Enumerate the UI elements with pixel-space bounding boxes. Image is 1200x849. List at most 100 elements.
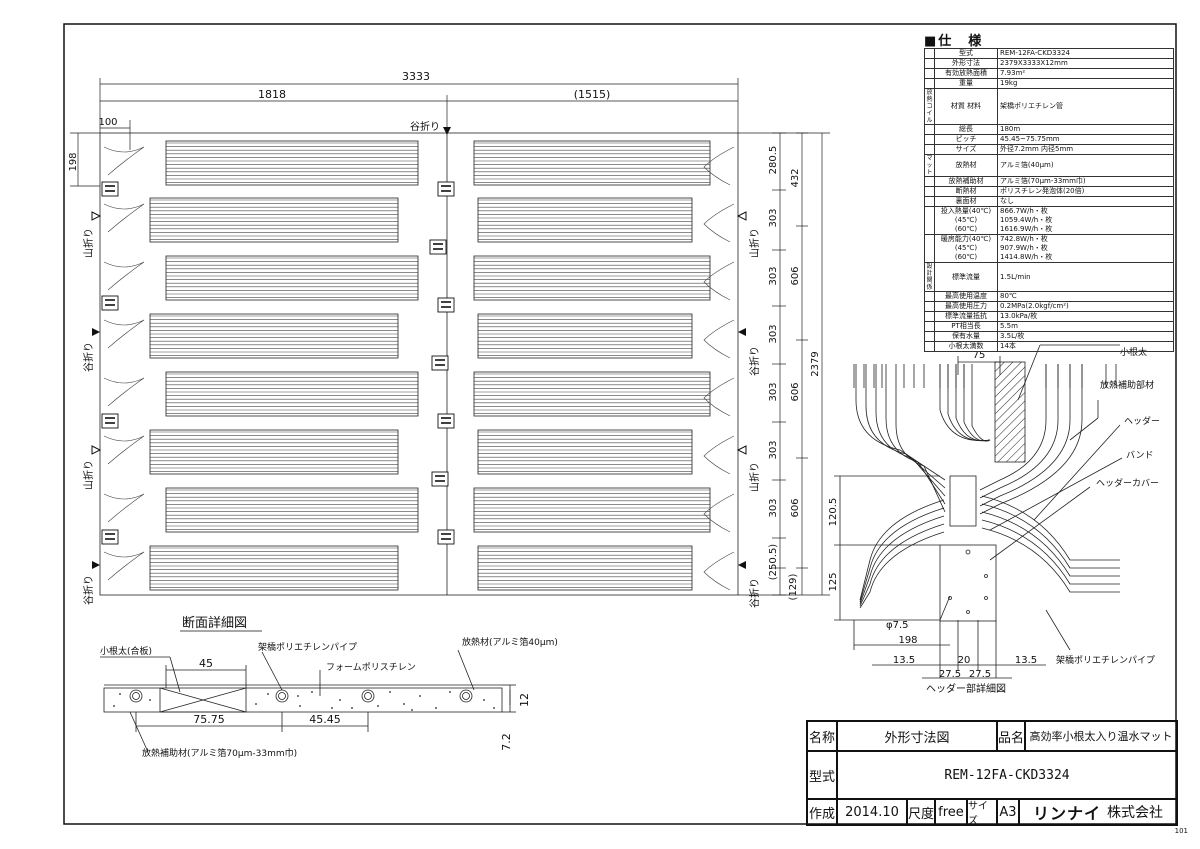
- spec-value: 5.5m: [997, 321, 1174, 332]
- pipe-run: [165, 487, 419, 533]
- header-boxes: [101, 181, 455, 545]
- spec-value: 3.5L/枚: [997, 331, 1174, 342]
- heating-panels: [103, 140, 735, 591]
- spec-value: ポリスチレン発泡体(20倍): [997, 186, 1174, 197]
- pipe-run: [165, 255, 419, 301]
- header-box: [429, 239, 447, 255]
- foam-dot: [351, 707, 353, 709]
- foam-dot: [389, 691, 391, 693]
- pipe-run: [477, 545, 693, 591]
- spec-group: [924, 48, 935, 59]
- pipe-run-outline: [149, 313, 399, 359]
- header-pipe: [981, 511, 1120, 577]
- header-detail: [834, 344, 1123, 679]
- spec-group: [924, 291, 935, 302]
- tb-model-label: 型式: [807, 751, 837, 799]
- spec-key: 放熱材: [934, 154, 998, 177]
- plan-top-dimensions: [70, 78, 739, 187]
- fold-label-right2: 谷折り: [748, 346, 761, 376]
- label-aux: 放熱補助材(アルミ箔70μm-33mm巾): [142, 747, 297, 759]
- foam-dot: [403, 703, 405, 705]
- spec-value: 742.8W/h・枚 907.9W/h・枚 1414.8W/h・枚: [997, 234, 1174, 263]
- spec-key: 標準流量抵抗: [934, 311, 998, 322]
- section-detail: [100, 649, 516, 753]
- foam-dot: [493, 707, 495, 709]
- pipe-run-outline: [149, 429, 399, 475]
- label-foam: フォームポリスチレン: [326, 662, 416, 673]
- dim-4545: 45.45: [309, 713, 341, 726]
- fold-label-right3: 山折り: [748, 462, 761, 492]
- spec-value: 45.45~75.75mm: [997, 134, 1174, 145]
- hd-dim-125: 125: [828, 572, 839, 591]
- spec-group: [924, 311, 935, 322]
- foam-texture: [113, 691, 495, 711]
- spec-row: マ ッ ト放熱材アルミ箔(40μm): [924, 154, 1174, 177]
- spec-value: 13.0kPa/枚: [997, 311, 1174, 322]
- dim-r-top1: 280.5: [768, 146, 779, 175]
- dim-edge: 100: [98, 117, 117, 128]
- fold-marker-top: [443, 127, 451, 135]
- dim-12: 12: [518, 693, 531, 707]
- spec-key: 有効放熱面積: [934, 68, 998, 79]
- fold-label-top: 谷折り: [410, 120, 440, 133]
- header-pipe: [859, 523, 945, 607]
- spec-value: 架橋ポリエチレン管: [997, 88, 1174, 125]
- spec-key: PT相当長: [934, 321, 998, 332]
- foam-dot: [299, 705, 301, 707]
- header-box: [101, 181, 119, 197]
- hd-dim-198: 198: [898, 635, 917, 646]
- hd-dim-20: 20: [958, 655, 971, 666]
- drawing-frame: [63, 23, 1177, 825]
- hd-label-band: バンド: [1126, 450, 1153, 461]
- spec-group: [924, 206, 935, 235]
- spec-key: 総長: [934, 124, 998, 135]
- spec-value: 180m: [997, 124, 1174, 135]
- spec-value: 1.5L/min: [997, 262, 1174, 292]
- pipe-run-outline: [165, 487, 419, 533]
- pipe-run-outline: [165, 255, 419, 301]
- dim-r-606c: 606: [790, 498, 801, 517]
- header-pipe: [859, 531, 945, 609]
- hd-dim-275b: 27.5: [969, 669, 991, 680]
- mat-plan-view: [99, 132, 739, 596]
- header-box: [431, 471, 449, 487]
- spec-row: 断熱材ポリスチレン発泡体(20倍): [924, 186, 1174, 197]
- hd-dim-phi: φ7.5: [886, 620, 909, 631]
- hd-label-aux: 放熱補助部材: [1100, 379, 1154, 391]
- spec-value: 866.7W/h・枚 1059.4W/h・枚 1616.9W/h・枚: [997, 206, 1174, 235]
- pipe-run: [149, 545, 399, 591]
- header-pipe: [859, 507, 945, 603]
- spec-key: 放熱補助材: [934, 176, 998, 187]
- spec-row: 放熱補助材アルミ箔(70μm-33mm巾): [924, 176, 1174, 187]
- header-pipe: [939, 364, 991, 442]
- spec-row: 放 熱 コ イ ル材質 材料架橋ポリエチレン管: [924, 88, 1174, 125]
- foam-dot: [267, 693, 269, 695]
- foam-dot: [331, 707, 333, 709]
- pipe-loop-left: [103, 377, 145, 407]
- foam-dot: [411, 709, 413, 711]
- spec-value: 2379X3333X12mm: [997, 58, 1174, 69]
- company-suffix: 株式会社: [1107, 805, 1163, 821]
- header-pipe: [981, 527, 1120, 593]
- pipe-run-outline: [477, 429, 693, 475]
- pipe-run: [149, 197, 399, 243]
- fold-label-left2: 谷折り: [82, 342, 95, 372]
- pipe-run-outline: [149, 197, 399, 243]
- spec-group: [924, 68, 935, 79]
- pipe-loop-right: [703, 493, 735, 533]
- pipe-run-outline: [477, 197, 693, 243]
- tb-size-label: サイズ: [967, 799, 997, 827]
- header-pipe: [955, 364, 991, 442]
- tb-size-value: A3: [997, 799, 1019, 825]
- pipe-run: [473, 371, 711, 417]
- dim-r-303b: 303: [768, 266, 779, 285]
- spec-key: 暖房能力(40℃) (45℃) (60℃): [934, 234, 998, 263]
- fold-marker-right1: [736, 211, 747, 221]
